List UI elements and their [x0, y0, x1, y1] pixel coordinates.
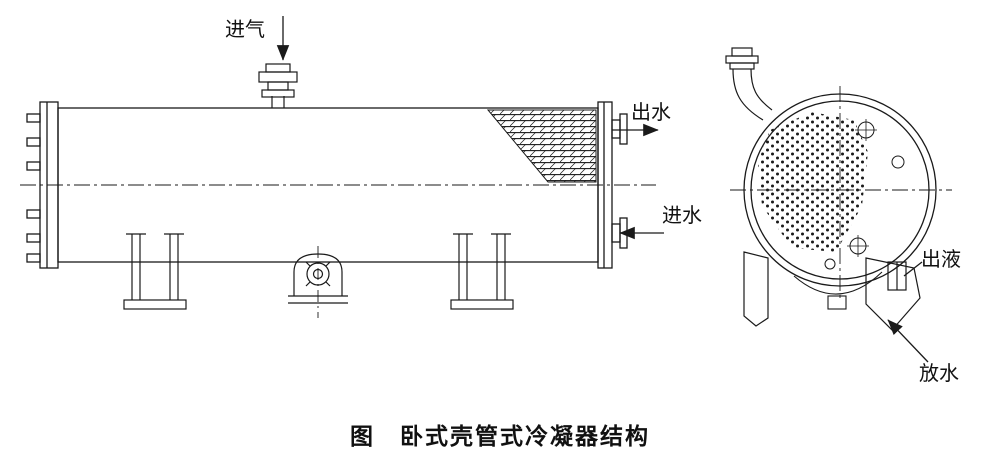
tube-bundle-hatch [486, 109, 597, 183]
flange-bolt [26, 233, 41, 243]
gas-inlet-fitting [258, 63, 298, 108]
annotations [276, 16, 929, 363]
water-inlet-label: 进水 [662, 204, 702, 227]
support-saddle-left [123, 233, 187, 310]
flange-bolt [26, 113, 41, 123]
support-saddle-right [450, 233, 514, 310]
flange-bolt [26, 161, 41, 171]
end-view [725, 47, 952, 331]
bottom-fitting [288, 246, 348, 318]
drain-label: 放水 [919, 362, 959, 385]
bolt-hole [891, 155, 905, 169]
liquid-outlet-label: 出液 [921, 248, 961, 271]
drain-stub [827, 295, 847, 310]
liquid-outlet-leader [903, 261, 923, 277]
tube-sheet-pattern [758, 112, 868, 252]
inlet-pipe-elbow [725, 47, 773, 121]
flange-bolt [26, 137, 41, 147]
support-foot-left [743, 251, 769, 327]
labels: 进气 出水 进水 出液 放水 [225, 18, 961, 385]
flange-bolt [26, 209, 41, 219]
figure-caption: 图 卧式壳管式冷凝器结构 [350, 423, 650, 449]
bolt-hole [824, 258, 836, 270]
bolt-holes [824, 119, 905, 270]
side-view [20, 63, 656, 318]
liquid-outlet-fitting [887, 261, 907, 291]
water-outlet-nozzle [611, 113, 628, 145]
water-outlet-label: 出水 [631, 101, 671, 124]
support-foot-right [865, 257, 921, 331]
flange-bolt [26, 253, 41, 263]
bottom-shell [793, 271, 883, 310]
gas-inlet-label: 进气 [225, 18, 265, 41]
drain-arrow [887, 319, 929, 363]
